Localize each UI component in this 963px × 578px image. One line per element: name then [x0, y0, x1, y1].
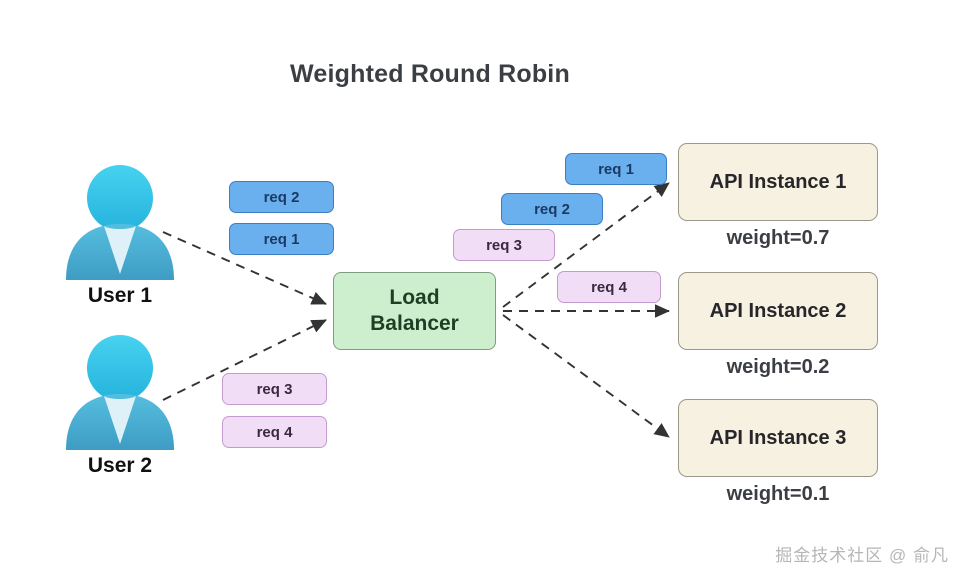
arrow-user2-to-lb — [162, 319, 327, 401]
api-instance-2-box[interactable]: API Instance 2 — [678, 272, 878, 350]
arrow-user1-to-lb — [162, 231, 327, 305]
arrow-lb-to-instance-3 — [502, 314, 670, 438]
api-instance-3-label: API Instance 3 — [709, 426, 847, 449]
user-avatar-icon — [60, 162, 180, 280]
api-instance-2-weight: weight=0.2 — [726, 356, 830, 378]
page-title: Weighted Round Robin — [290, 60, 570, 88]
user-2-label: User 2 — [87, 454, 153, 477]
dispatch-badge-req2[interactable]: req 2 — [501, 193, 603, 225]
user-1: User 1 — [45, 162, 195, 308]
watermark: 掘金技术社区 @ 俞凡 — [775, 546, 949, 565]
api-instance-1-weight: weight=0.7 — [726, 227, 830, 249]
api-instance-3-group: API Instance 3 weight=0.1 — [678, 399, 878, 506]
request-badge-user2-req3[interactable]: req 3 — [222, 373, 327, 405]
dispatch-badge-req1[interactable]: req 1 — [565, 153, 667, 185]
api-instance-2-label: API Instance 2 — [709, 299, 847, 322]
api-instance-1-box[interactable]: API Instance 1 — [678, 143, 878, 221]
dispatch-badge-req3[interactable]: req 3 — [453, 229, 555, 261]
api-instance-3-box[interactable]: API Instance 3 — [678, 399, 878, 477]
api-instance-1-label: API Instance 1 — [709, 170, 847, 193]
api-instance-2-group: API Instance 2 weight=0.2 — [678, 272, 878, 379]
user-1-label: User 1 — [87, 284, 153, 307]
request-badge-user2-req4[interactable]: req 4 — [222, 416, 327, 448]
dispatch-badge-req4[interactable]: req 4 — [557, 271, 661, 303]
load-balancer-line-1: Load — [389, 285, 440, 309]
load-balancer-line-2: Balancer — [370, 312, 459, 335]
api-instance-1-group: API Instance 1 weight=0.7 — [678, 143, 878, 250]
user-avatar-icon — [60, 332, 180, 450]
load-balancer-node[interactable]: Load Balancer — [333, 272, 496, 350]
request-badge-user1-req2[interactable]: req 2 — [229, 181, 334, 213]
request-badge-user1-req1[interactable]: req 1 — [229, 223, 334, 255]
api-instance-3-weight: weight=0.1 — [726, 483, 830, 505]
user-2: User 2 — [45, 332, 195, 478]
arrow-lb-to-instance-1 — [502, 182, 670, 308]
